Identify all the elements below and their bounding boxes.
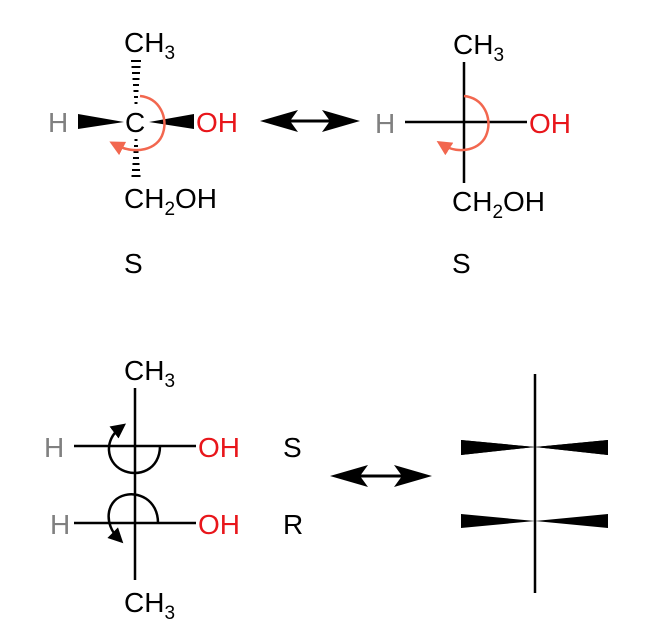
hydroxyl-label: OH xyxy=(529,108,571,139)
wedge-bond-left-upper xyxy=(461,440,535,455)
curved-arrow-icon xyxy=(436,94,490,156)
hydroxyl-label-upper: OH xyxy=(198,432,240,463)
dashed-bond-down xyxy=(131,139,141,177)
methyl-label: CH3 xyxy=(453,29,504,66)
structure-wedge-dash: CH3 H C OH CH2OH S xyxy=(48,27,238,279)
hydroxymethyl-label: CH2OH xyxy=(452,186,545,223)
hydrogen-label-lower: H xyxy=(50,509,70,540)
hydroxymethyl-label: CH2OH xyxy=(124,183,217,220)
configuration-label: S xyxy=(452,248,471,279)
methyl-label-bottom: CH3 xyxy=(124,587,175,624)
configuration-label: S xyxy=(124,248,143,279)
wedge-bond-right-upper xyxy=(535,440,608,455)
structure-fischer-double: CH3 H OH S H OH R CH3 xyxy=(44,355,303,624)
hydrogen-label: H xyxy=(375,108,395,139)
methyl-label-top: CH3 xyxy=(124,355,175,392)
double-headed-arrow-icon xyxy=(260,110,360,132)
hydroxyl-label-lower: OH xyxy=(198,509,240,540)
wedge-bond-left xyxy=(78,114,124,129)
structure-bowtie-skeleton xyxy=(461,374,608,593)
wedge-bond-left-lower xyxy=(461,514,535,528)
configuration-label-upper: S xyxy=(283,432,302,463)
configuration-label-lower: R xyxy=(283,509,303,540)
wedge-bond-right-lower xyxy=(535,514,608,528)
dashed-bond-up xyxy=(131,60,141,104)
hydrogen-label-upper: H xyxy=(44,432,64,463)
structure-fischer-single: CH3 H OH CH2OH S xyxy=(375,29,571,279)
hydroxyl-label: OH xyxy=(196,107,238,138)
curved-arrow-icon xyxy=(107,423,162,475)
double-headed-arrow-icon xyxy=(330,465,432,487)
hydrogen-label: H xyxy=(48,107,68,138)
methyl-label: CH3 xyxy=(124,27,175,64)
curved-arrow-icon xyxy=(107,493,160,544)
carbon-label: C xyxy=(125,107,145,138)
wedge-bond-right xyxy=(149,114,194,129)
curved-arrow-icon xyxy=(109,94,166,156)
